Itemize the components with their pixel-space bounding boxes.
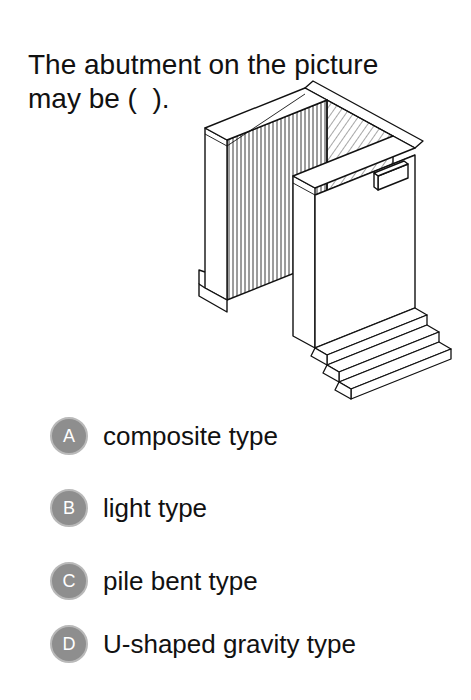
left-footing-notch [199,270,205,284]
wing-block-top [374,161,408,176]
step-end [335,382,351,399]
option-letter: D [63,634,76,654]
option-letter: C [63,571,76,591]
question-text: The abutment on the picture may be ( ). [28,48,420,116]
step-end [323,365,339,382]
footing-steps [311,308,451,399]
option-text: U-shaped gravity type [103,629,356,659]
left-footing [199,284,227,312]
left-cap-line [205,134,227,146]
option-letter: A [63,426,75,446]
wing-block-end [374,173,378,190]
right-cap-line [293,183,315,195]
step-end [311,348,327,365]
option-circle: D [50,625,88,663]
option-text: composite type [103,421,278,451]
option-circle: A [50,417,88,455]
step-riser [351,349,451,399]
right-wing-end-face [293,176,315,348]
option-text: pile bent type [103,566,258,596]
left-wing-top [205,88,327,140]
option-circle: B [50,489,88,527]
option-letter: B [63,498,75,518]
option-text: light type [103,493,207,523]
left-wing-end-face [205,128,227,300]
option-circle: C [50,562,88,600]
left-cap-line [227,94,305,146]
